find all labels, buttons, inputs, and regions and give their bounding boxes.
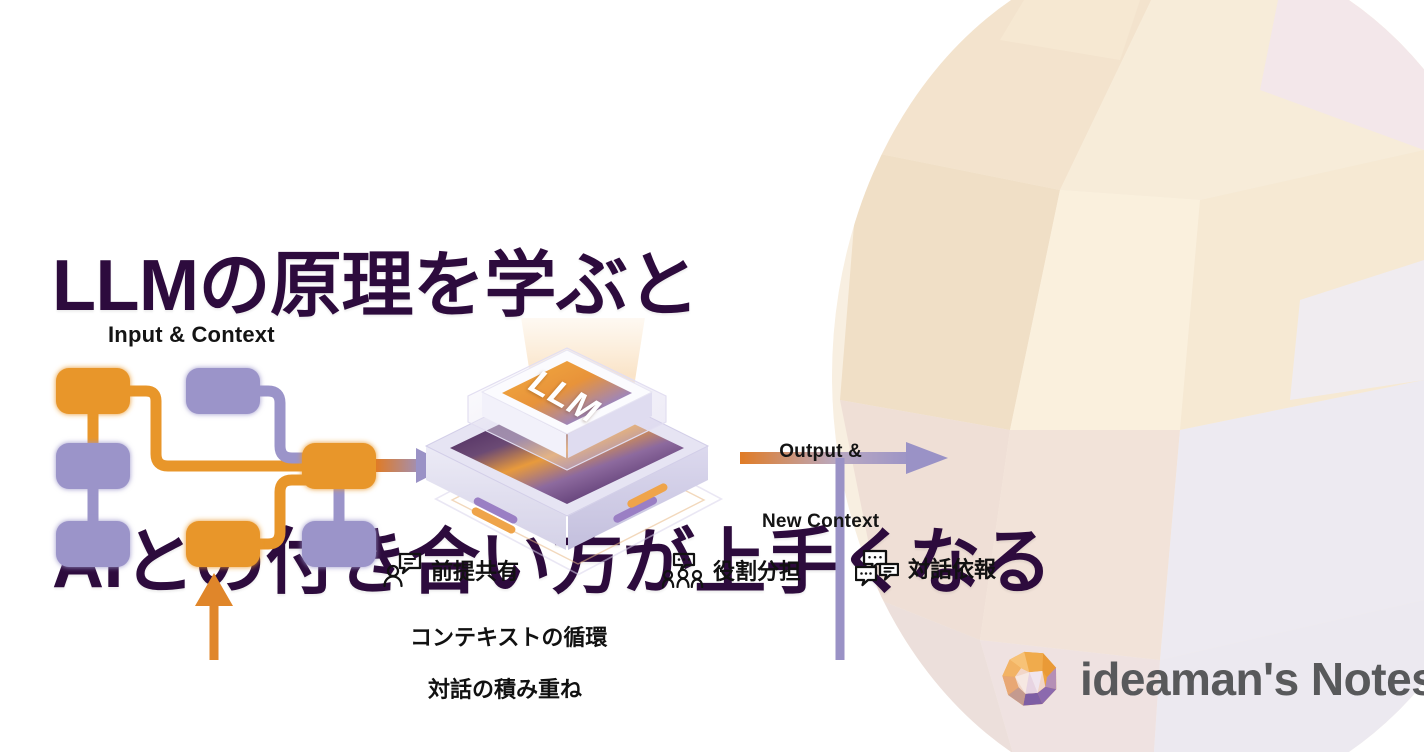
llm-indicator-bar [473, 497, 518, 524]
feature-dialogue-report: 対話依報 [855, 548, 996, 588]
feedback-arrow-head [195, 573, 233, 606]
flow-node [56, 521, 130, 567]
llm-core-illustration [424, 318, 724, 576]
loop-caption-dialogue-accumulation: 対話の積み重ね [428, 677, 583, 702]
flow-node [186, 368, 260, 414]
output-context-label: Output & New Context [762, 394, 879, 579]
flow-node [56, 443, 130, 489]
feature-premise-sharing: 前提共有 [382, 552, 519, 588]
feedback-loop-path [209, 458, 845, 665]
feature-label: 対話依報 [908, 557, 997, 582]
chat-bubbles-icon [855, 549, 899, 587]
node-group [56, 368, 376, 567]
llm-tile-face [502, 361, 632, 425]
output-arrow [740, 442, 948, 474]
flow-node [302, 521, 376, 567]
polygon-gem-logo [1002, 651, 1057, 706]
feature-label: 前提共有 [431, 559, 520, 584]
output-label-line-2: New Context [762, 510, 880, 532]
loop-caption-context-cycle: コンテキストの循環 [410, 625, 608, 650]
feature-label: 役割分担 [713, 559, 802, 584]
feature-role-division: 役割分担 [662, 552, 801, 588]
llm-tile-shell-left [482, 392, 566, 458]
llm-indicator-bar [627, 483, 668, 508]
flow-node [186, 521, 260, 567]
group-people-speech-icon [662, 552, 704, 588]
flow-node [56, 368, 130, 414]
llm-base-left-shell [426, 446, 566, 550]
flow-node [302, 443, 376, 489]
output-label-line-1: Output & [779, 441, 863, 463]
llm-tile-shell-right [568, 392, 652, 458]
brand-name: ideaman's Notes [1080, 653, 1424, 705]
page-title-line-1: LLMの原理を学ぶと [52, 246, 699, 327]
person-speech-bubble-icon [383, 552, 422, 588]
llm-indicator-bar [613, 496, 658, 523]
input-context-label: Input & Context [108, 322, 275, 347]
llm-indicator-bar [471, 507, 516, 534]
brand-logo: ideaman's Notes [1000, 648, 1424, 710]
